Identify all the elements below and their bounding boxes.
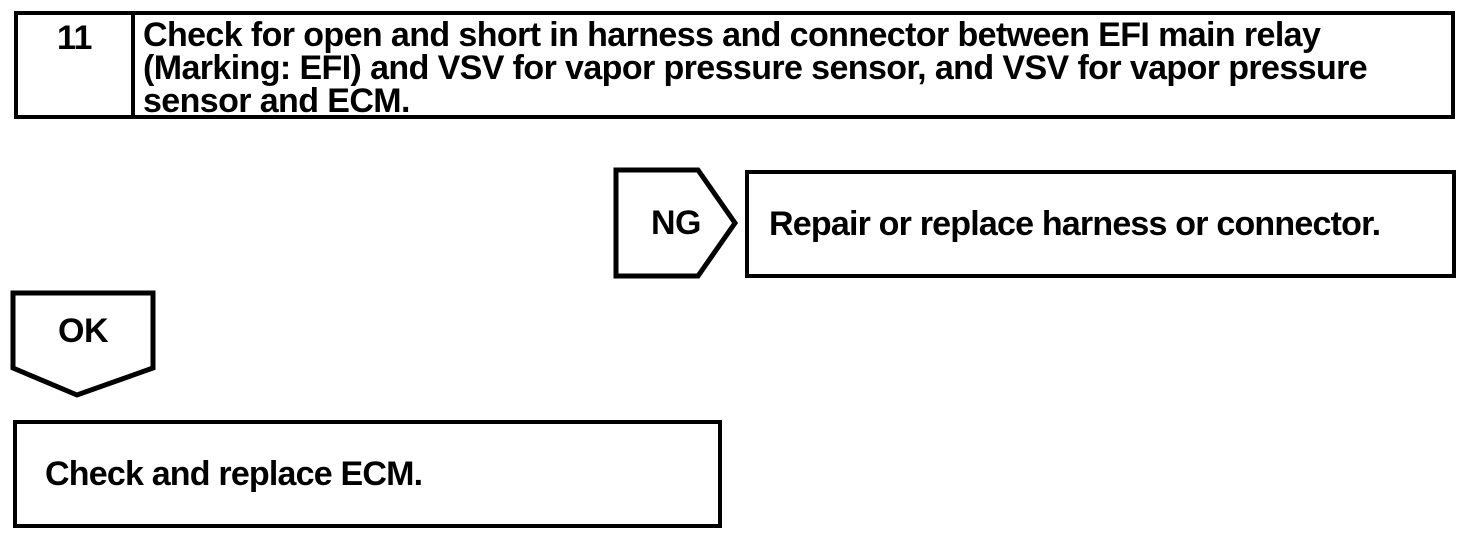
ng-action-box: Repair or replace harness or connector.: [745, 170, 1456, 278]
step-number: 11: [57, 19, 92, 57]
instruction-line-3: sensor and ECM.: [143, 82, 410, 120]
instruction-line-2: (Marking: EFI) and VSV for vapor pressur…: [143, 49, 1368, 87]
step-instruction: Check for open and short in harness and …: [135, 15, 1451, 120]
ok-action-box: Check and replace ECM.: [13, 420, 722, 528]
ok-label: OK: [58, 311, 109, 350]
ok-connector: OK: [10, 290, 156, 398]
ok-action-text: Check and replace ECM.: [45, 454, 423, 493]
ok-pentagon-icon: [10, 290, 156, 398]
step-box: 11 Check for open and short in harness a…: [14, 11, 1455, 119]
ng-action-text: Repair or replace harness or connector.: [769, 204, 1381, 243]
step-number-cell: 11: [18, 15, 135, 115]
instruction-line-1: Check for open and short in harness and …: [143, 16, 1321, 54]
ng-label: NG: [651, 203, 702, 242]
ng-pentagon-icon: [613, 167, 739, 279]
ng-connector: NG: [613, 167, 739, 279]
